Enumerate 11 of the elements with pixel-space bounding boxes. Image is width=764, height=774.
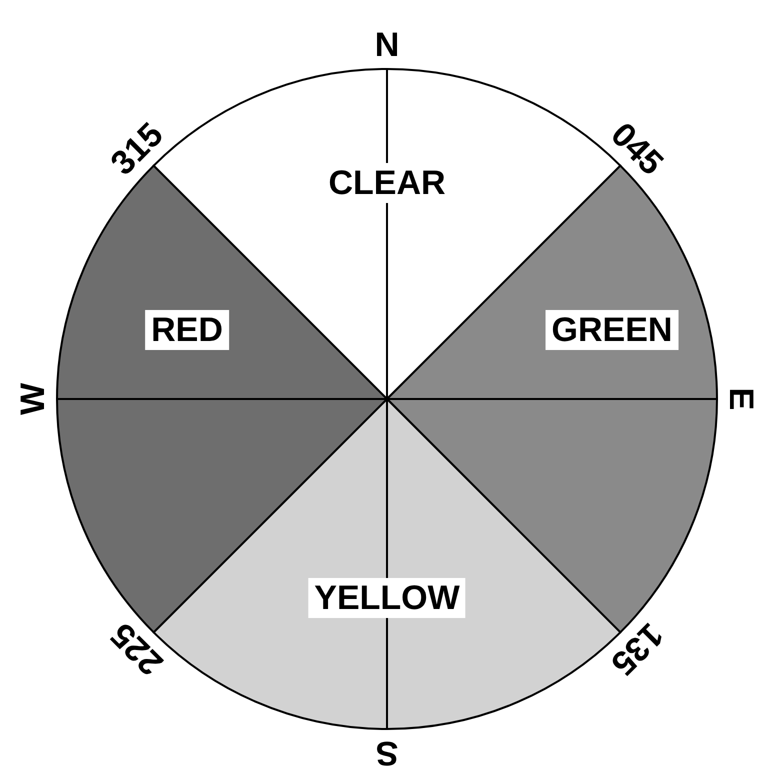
bearing-label: 135 xyxy=(604,616,670,682)
sector-label: RED xyxy=(145,310,229,350)
bearing-label: 225 xyxy=(104,616,170,682)
sector-label: GREEN xyxy=(546,310,678,350)
sector-label: YELLOW xyxy=(308,578,466,618)
bearing-label: W xyxy=(15,382,51,416)
bearing-label: E xyxy=(723,388,759,410)
bearing-label: 045 xyxy=(604,116,670,182)
bearing-label: N xyxy=(374,27,400,63)
bearing-label: 315 xyxy=(104,116,170,182)
bearing-label: S xyxy=(376,735,398,771)
